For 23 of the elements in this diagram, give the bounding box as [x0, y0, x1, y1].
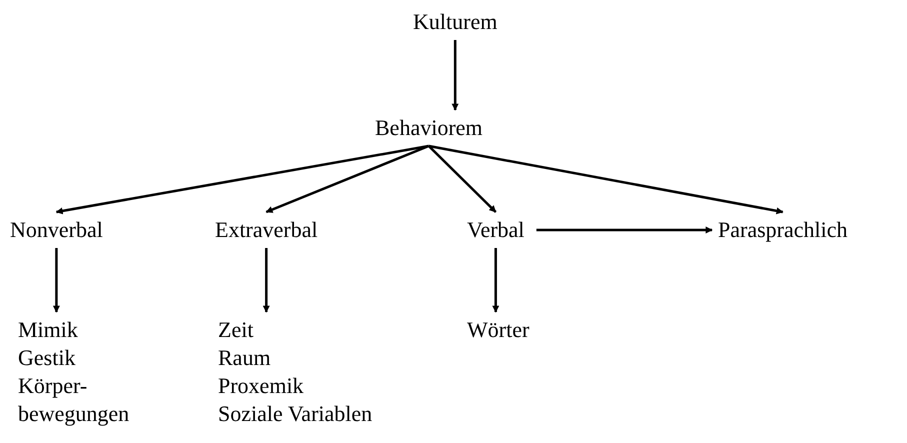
arrow [56, 144, 429, 214]
node-label: Mimik [18, 316, 79, 344]
arrow [262, 248, 270, 313]
arrow [536, 226, 713, 234]
arrow [266, 144, 430, 214]
node-label: Nonverbal [10, 216, 103, 244]
node-label: Parasprachlich [718, 216, 848, 244]
node-label: Verbal [467, 216, 524, 244]
arrow [452, 40, 459, 111]
node-label: Zeit [218, 316, 254, 344]
node-label: Proxemik [218, 372, 305, 400]
arrow [52, 248, 60, 313]
node-label: Kulturem [413, 8, 498, 36]
node-label: Wörter [467, 316, 530, 344]
arrow [428, 145, 497, 213]
node-label: Behaviorem [375, 114, 483, 142]
arrow [428, 144, 784, 214]
node-label: Soziale Variablen [218, 400, 374, 428]
node-label: Raum [218, 344, 272, 372]
node-label: Extraverbal [215, 216, 318, 244]
node-label: Körper- bewegungen [18, 372, 130, 428]
node-label: Gestik [18, 344, 76, 372]
arrow [492, 248, 500, 313]
